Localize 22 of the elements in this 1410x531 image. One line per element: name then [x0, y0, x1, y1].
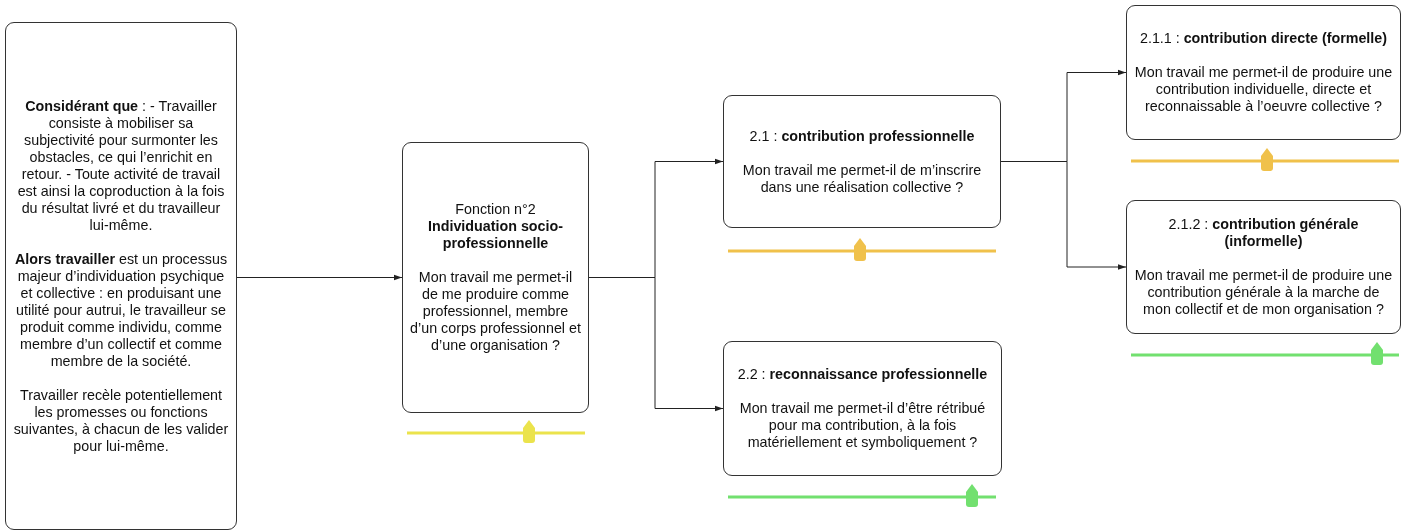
- arrow: [588, 277, 724, 412]
- process-box: [1126, 200, 1401, 334]
- heading-text: 2.2 : reconnaissance professionnelle: [737, 366, 988, 383]
- arrow: [236, 274, 403, 281]
- process-box: [1126, 5, 1401, 140]
- question-text: Mon travail me permet-il de m’inscrire dans une réalisation collective ?: [741, 161, 983, 196]
- process-box: [723, 341, 1002, 476]
- heading-text: Individuation socio-professionnelle: [427, 218, 564, 252]
- question-text: Mon travail me permet-il de me produire comme professionnel, membre d’un corps professionnel et d’une organisation ?: [409, 269, 582, 354]
- question-text: Mon travail me permet-il de produire une contribution individuelle, directe et reconnaissable à l’oeuvre collective ?: [1133, 64, 1394, 115]
- heading-text: 2.1.2 : contribution générale (informelle): [1167, 216, 1360, 250]
- heading-text: 2.1 : contribution professionnelle: [749, 127, 975, 145]
- premise-text: Considérant que : - Travailler consiste à mobiliser sa subjectivité pour surmonter les obstacles, ce qui l’enrichit en retour. - Toute activité de travail est ainsi la coproduction à la fois du résultat livré et du travailleur lui-même.: [16, 97, 226, 234]
- process-box: [5, 22, 237, 530]
- question-text: Mon travail me permet-il d’être rétribué pour ma contribution, à la fois matériellement et symboliquement ?: [738, 400, 987, 451]
- heading-text: 2.1.1 : contribution directe (formelle): [1139, 30, 1388, 47]
- process-box: [402, 142, 589, 413]
- conclusion-text: Alors travailler est un processus majeur d’individuation psychique et collective : en produisant une utilité pour autrui, le travailleur se produit comme individu, comme membre d’un collectif et comme membre de la société.: [13, 250, 229, 370]
- closing-text: Travailler recèle potentiellement les promesses ou fonctions suivantes, à chacun de les valider pour lui-même.: [12, 386, 230, 455]
- question-text: Mon travail me permet-il de produire une contribution générale à la marche de mon collectif et de mon organisation ?: [1133, 267, 1394, 318]
- process-box: [723, 95, 1001, 228]
- heading-text: Fonction n°2: [455, 201, 536, 218]
